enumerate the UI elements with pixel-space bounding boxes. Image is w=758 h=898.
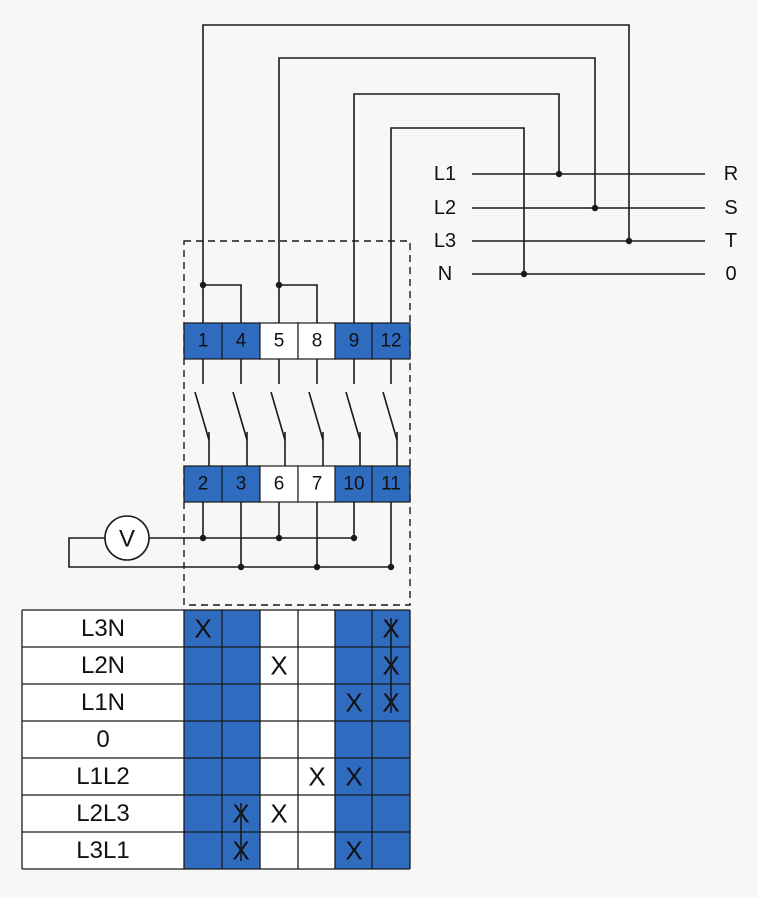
junction-dot	[275, 534, 283, 542]
wire-terminal-1	[202, 24, 630, 330]
junction-dot	[520, 270, 528, 278]
table-label-column	[22, 610, 184, 869]
table-mark-x: X	[345, 688, 362, 718]
junction-dot	[555, 170, 563, 178]
table-column-3	[298, 610, 336, 869]
phase-label-right: R	[724, 163, 738, 185]
table-column-2	[260, 610, 298, 869]
contact-blade	[308, 391, 324, 441]
table-mark-x: X	[270, 651, 287, 681]
terminal-label: 7	[312, 474, 323, 495]
terminal-label: 4	[236, 331, 247, 352]
table-mark-x: X	[345, 836, 362, 866]
terminal-label: 6	[274, 474, 285, 495]
switch-enclosure	[183, 240, 411, 606]
table-row-label: L1L2	[76, 763, 129, 790]
terminal-label: 5	[274, 331, 285, 352]
table-row-label: L2N	[81, 652, 125, 679]
terminal-terminals_top-4	[221, 322, 261, 360]
table-mark-x: X	[308, 762, 325, 792]
table-mark-x: X	[345, 762, 362, 792]
junction-dot	[591, 204, 599, 212]
terminal-strips: 1 4 5 8 9 12 2 3 6 7 10 11	[183, 322, 411, 503]
terminal-terminals_top-8	[297, 322, 337, 360]
switch-contacts	[194, 359, 398, 466]
terminal-terminals_bottom-3	[221, 465, 261, 503]
terminal-label: 8	[312, 331, 323, 352]
voltmeter: V	[104, 515, 150, 561]
contact-blade	[345, 391, 361, 441]
enclosure-outline	[183, 240, 411, 606]
phase-label-right: S	[724, 197, 737, 219]
terminal-label: 3	[236, 474, 247, 495]
table-row-label: L3L1	[76, 837, 129, 864]
terminal-label: 11	[381, 474, 401, 495]
contact-blade	[382, 391, 398, 441]
junction-dot	[199, 534, 207, 542]
terminal-label: 1	[198, 331, 209, 352]
phase-label-right: 0	[725, 263, 736, 285]
terminal-label: 10	[343, 474, 364, 495]
contact-blade	[232, 391, 248, 441]
junction-dot	[350, 534, 358, 542]
wire-terminal-12	[390, 127, 525, 330]
terminal-terminals_bottom-11	[371, 465, 411, 503]
phase-label-right: T	[725, 230, 737, 252]
table-column-4	[335, 610, 373, 869]
phase-lines: L1 R L2 S L3 T N 0	[434, 163, 738, 285]
contact-blade	[270, 391, 286, 441]
table-mark-x: X	[194, 614, 211, 644]
phase-label-left: L3	[434, 230, 456, 252]
contact-blade	[194, 391, 210, 441]
voltmeter-label: V	[119, 526, 135, 553]
phase-label-left: L1	[434, 163, 456, 185]
junction-dot	[387, 563, 395, 571]
terminal-terminals_bottom-7	[297, 465, 337, 503]
terminal-label: 9	[349, 331, 360, 352]
junction-dot	[237, 563, 245, 571]
phase-label-left: N	[438, 263, 452, 285]
junction-dot	[275, 281, 283, 289]
table-mark-x: X	[270, 799, 287, 829]
junction-dot	[625, 237, 633, 245]
table-row-label: L1N	[81, 689, 125, 716]
voltmeter-wire-b	[68, 537, 391, 568]
wires	[68, 24, 630, 568]
terminal-terminals_top-12	[371, 322, 411, 360]
terminal-label: 2	[198, 474, 209, 495]
voltmeter-circle	[104, 515, 150, 561]
table-row-label: L2L3	[76, 800, 129, 827]
wire-terminal-5	[278, 57, 596, 330]
bridge-5-8	[279, 284, 318, 330]
junction-dot	[199, 281, 207, 289]
terminal-label: 12	[380, 331, 401, 352]
bridge-1-4	[203, 284, 242, 330]
phase-label-left: L2	[434, 197, 456, 219]
table-row-label: L3N	[81, 615, 125, 642]
table-row-label: 0	[96, 726, 109, 753]
junction-dot	[313, 563, 321, 571]
junction-dots	[199, 170, 633, 571]
table-column-0	[184, 610, 222, 869]
wire-terminal-9	[353, 93, 560, 330]
